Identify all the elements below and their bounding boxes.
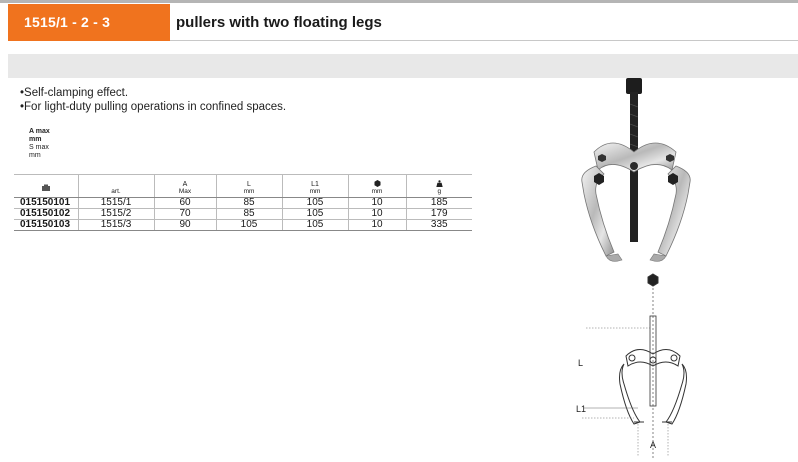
feature-item: Self-clamping effect.	[20, 86, 286, 100]
cell-l: 85	[215, 197, 282, 209]
cell-code: 015150102	[14, 208, 78, 220]
cell-art: 1515/1	[77, 197, 154, 209]
cell-l1: 105	[281, 197, 348, 209]
cell-l: 85	[215, 208, 282, 220]
feature-list: Self-clamping effect. For light-duty pul…	[20, 86, 286, 114]
legend-line: mm	[29, 136, 42, 143]
column-header-hex: mm	[347, 174, 406, 198]
legend-line: A max	[29, 128, 50, 135]
dimension-label-a: A	[650, 440, 657, 450]
cell-hex: 10	[347, 219, 406, 231]
cell-l: 105	[215, 219, 282, 231]
dimension-diagram	[582, 273, 687, 458]
table-row: 015150102 1515/2 70 85 105 10 179	[14, 208, 472, 220]
weight-icon	[436, 179, 443, 187]
column-header-art: art.	[77, 174, 154, 198]
table-row: 015150103 1515/3 90 105 105 10 335	[14, 219, 472, 231]
column-header-weight: g	[405, 174, 472, 198]
cell-weight: 335	[405, 219, 472, 231]
grey-band	[8, 54, 798, 78]
product-code-box: 1515/1 - 2 - 3	[8, 4, 170, 41]
cell-hex: 10	[347, 197, 406, 209]
feature-item: For light-duty pulling operations in con…	[20, 100, 286, 114]
dimension-legend: A max mm S max mm	[29, 128, 50, 160]
cell-code: 015150103	[14, 219, 78, 231]
cell-code: 015150101	[14, 197, 78, 209]
dimension-label-l1: L1	[576, 404, 587, 414]
top-rule	[0, 0, 798, 3]
cell-art: 1515/3	[77, 219, 154, 231]
hexagon-icon	[373, 179, 381, 187]
cell-weight: 185	[405, 197, 472, 209]
cell-weight: 179	[405, 208, 472, 220]
table-row: 015150101 1515/1 60 85 105 10 185	[14, 197, 472, 209]
dimension-label-l: L	[578, 358, 584, 368]
cell-a: 90	[153, 219, 216, 231]
puller-photo	[581, 78, 691, 262]
page-title: pullers with two floating legs	[176, 14, 382, 31]
column-header-code	[14, 174, 78, 198]
legend-line: S max	[29, 144, 49, 151]
cell-l1: 105	[281, 208, 348, 220]
cell-a: 60	[153, 197, 216, 209]
product-code: 1515/1 - 2 - 3	[24, 14, 111, 30]
cell-l1: 105	[281, 219, 348, 231]
cell-hex: 10	[347, 208, 406, 220]
box-icon	[41, 184, 50, 191]
legend-line: mm	[29, 152, 41, 159]
cell-art: 1515/2	[77, 208, 154, 220]
cell-a: 70	[153, 208, 216, 220]
header-rule	[170, 40, 798, 41]
